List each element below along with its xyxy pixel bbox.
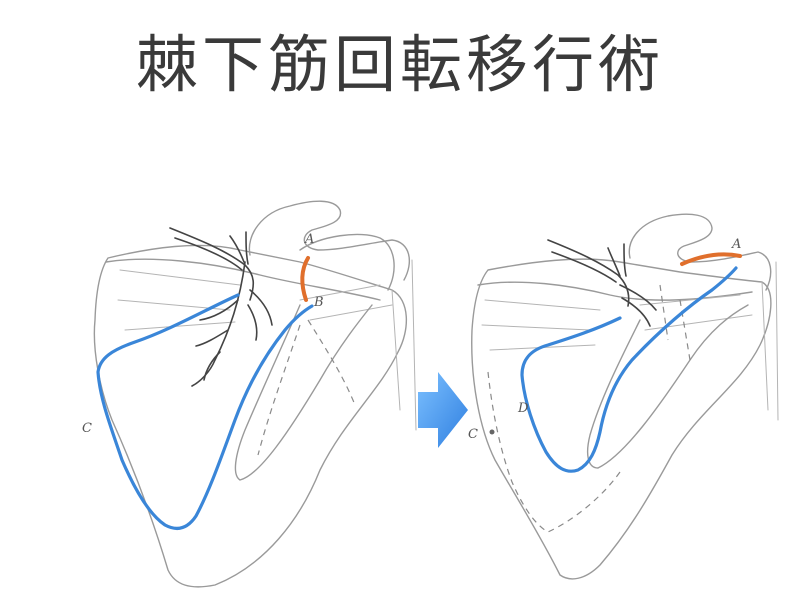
dashed-margin-left xyxy=(257,319,356,456)
tendon-after xyxy=(680,252,742,266)
lateral-strip-left xyxy=(234,304,373,481)
humerus-left xyxy=(391,259,417,431)
sketch-lines-left xyxy=(117,269,393,331)
nerve-branch-right-3 xyxy=(607,243,627,277)
dashed-margin-right xyxy=(659,284,691,361)
humeral-head-left xyxy=(299,233,395,291)
point-marker-right xyxy=(489,429,495,435)
nerve-branches-right xyxy=(547,239,657,327)
scapula-outline-right xyxy=(471,258,772,580)
nerve-branch-left-4 xyxy=(247,289,273,341)
infraspinatus-outline-before xyxy=(96,293,314,530)
nerve-trunk-right xyxy=(547,239,630,307)
tendon-before xyxy=(300,256,310,302)
right-arrow-icon xyxy=(418,372,468,448)
label-a-right: A xyxy=(731,237,741,252)
original-margin-dashed xyxy=(487,371,621,533)
label-a-left: A xyxy=(304,232,314,247)
page-title: 棘下筋回転移行術 xyxy=(135,28,664,101)
nerve-branch-right-1 xyxy=(551,251,617,283)
scapula-spine-right xyxy=(477,281,753,301)
scapula-spine-left xyxy=(105,258,381,301)
lateral-strip-right xyxy=(586,304,749,469)
acromion-left xyxy=(248,200,411,281)
nerve-branch-right-2 xyxy=(619,284,657,327)
label-c-left: C xyxy=(82,421,92,436)
label-c-right: C xyxy=(468,427,478,442)
humerus-right xyxy=(761,261,779,421)
nerve-branch-left-2 xyxy=(191,261,246,387)
scapula-outline-left xyxy=(93,244,408,588)
nerve-branch-left-5 xyxy=(229,231,249,265)
infraspinatus-outline-after xyxy=(520,266,738,473)
label-b-left: B xyxy=(313,295,324,310)
nerve-branch-left-3 xyxy=(195,299,239,381)
nerve-branch-left-1 xyxy=(174,237,243,271)
nerve-branches-left xyxy=(169,227,273,387)
scapula-before xyxy=(93,200,417,588)
acromion-right xyxy=(628,213,772,291)
label-d-right: D xyxy=(517,401,529,416)
sketch-lines-right xyxy=(481,294,753,351)
